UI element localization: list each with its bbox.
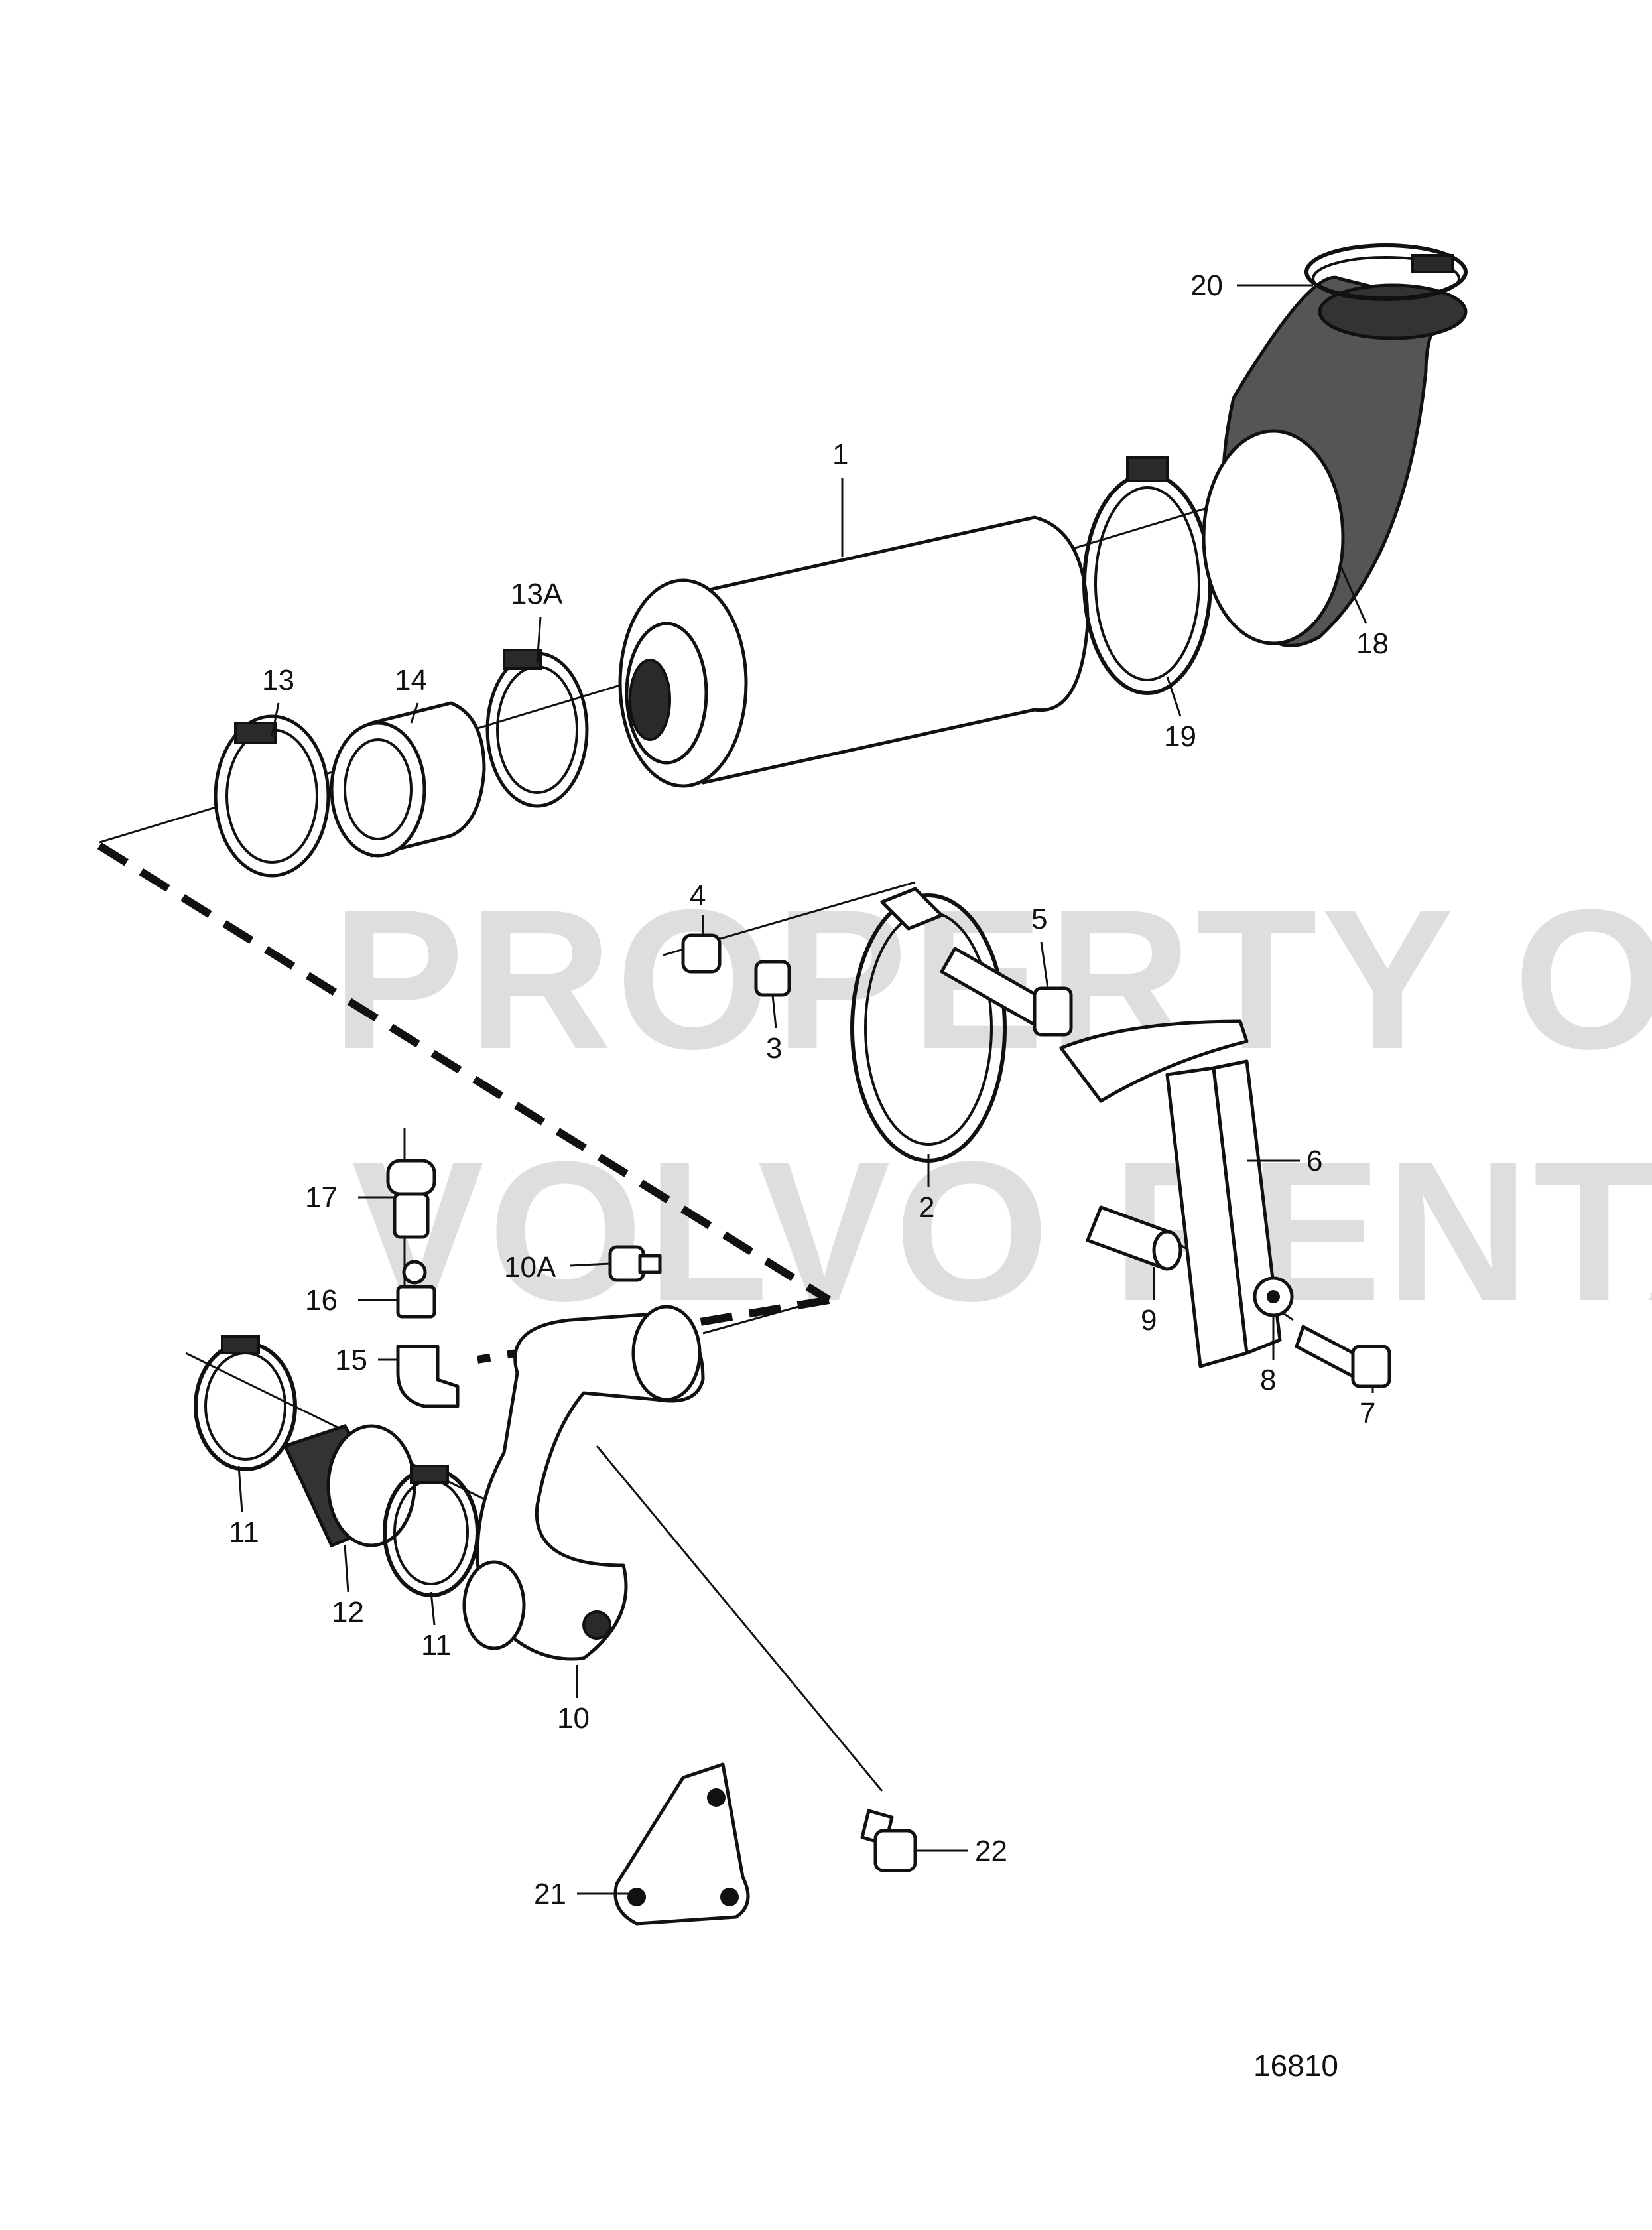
drawing-number: 16810: [1253, 2048, 1338, 2083]
callout-10a: 10A: [504, 1251, 556, 1283]
part-8-washer: [1253, 1276, 1294, 1317]
callout-9: 9: [1141, 1304, 1157, 1337]
callout-18: 18: [1356, 627, 1389, 660]
part-21-bracket: [613, 1762, 750, 1926]
callout-11-left: 11: [229, 1516, 259, 1549]
part-3-nut: [754, 960, 791, 997]
part-20-hose-clamp: [1304, 243, 1468, 301]
part-16-fitting: [396, 1260, 436, 1319]
callout-labels: 1 20 18 19 13 14 13A 4 3 2 5 6 9 8 7 17 …: [229, 269, 1389, 1910]
part-5-bolt: [940, 947, 1073, 1037]
part-22-bolt: [860, 1809, 917, 1872]
callout-10: 10: [557, 1702, 590, 1735]
part-10a-plug: [608, 1245, 662, 1282]
part-9-spacer: [1086, 1205, 1182, 1271]
leader-lines: [237, 284, 1374, 1895]
part-4-nut: [681, 933, 722, 974]
callout-17: 17: [305, 1181, 338, 1214]
callout-5: 5: [1031, 903, 1047, 935]
part-19-hose-clamp: [1082, 456, 1212, 695]
part-10-exhaust-pipe: [462, 1305, 705, 1661]
callout-21: 21: [534, 1878, 566, 1910]
part-18-exhaust-elbow: [1202, 275, 1468, 647]
part-13-clamp: [214, 714, 330, 878]
part-7-bolt: [1295, 1325, 1391, 1388]
callout-11-right: 11: [421, 1629, 452, 1662]
callout-3: 3: [766, 1032, 782, 1065]
callout-13: 13: [262, 664, 294, 696]
part-13a-clamp: [485, 649, 589, 808]
callout-8: 8: [1260, 1364, 1276, 1396]
callout-7: 7: [1360, 1397, 1375, 1429]
callout-13a: 13A: [511, 578, 563, 610]
callout-2: 2: [919, 1191, 934, 1224]
watermark: PROPERTY OF VOLVO PENTA: [332, 868, 1652, 1343]
part-12-hose: [283, 1423, 416, 1548]
callout-12: 12: [332, 1596, 364, 1628]
callout-22: 22: [975, 1835, 1007, 1867]
callout-14: 14: [395, 664, 427, 696]
callout-15: 15: [335, 1344, 367, 1376]
part-1-silencer: [618, 515, 1090, 788]
callout-6: 6: [1306, 1145, 1322, 1177]
part-14-rubber-sleeve: [330, 701, 486, 858]
callout-4: 4: [690, 880, 706, 912]
part-17-cap: [386, 1159, 436, 1239]
callout-16: 16: [305, 1284, 338, 1317]
callout-1: 1: [832, 438, 848, 471]
part-15-elbow-fitting: [396, 1345, 460, 1408]
watermark-line-2: VOLVO PENTA: [351, 1120, 1652, 1343]
callout-19: 19: [1164, 720, 1196, 753]
part-11-clamp-left: [194, 1335, 297, 1471]
callout-20: 20: [1190, 269, 1223, 302]
